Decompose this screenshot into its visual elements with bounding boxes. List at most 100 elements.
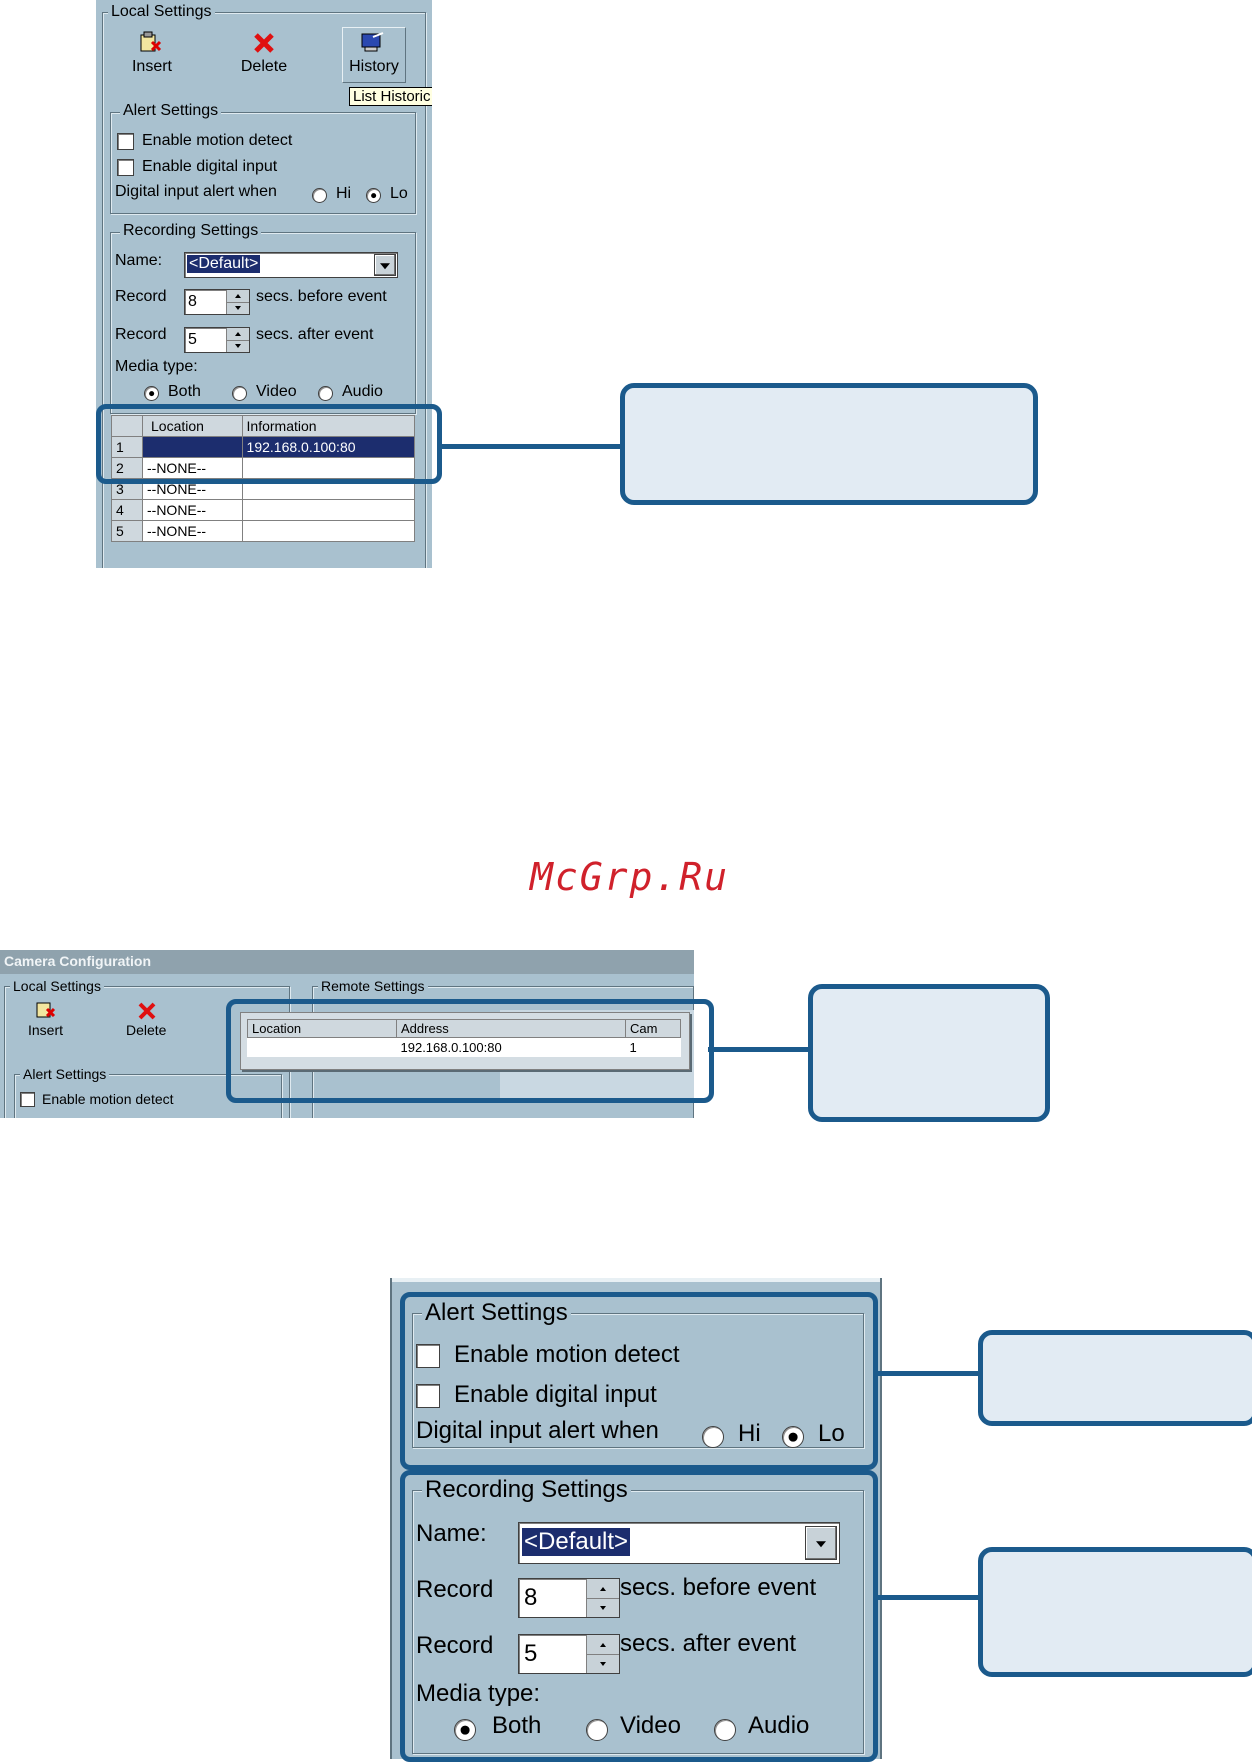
table-row[interactable]: 5 --NONE--: [111, 520, 416, 542]
hi-label: Hi: [336, 185, 352, 202]
alert-settings-legend: Alert Settings: [20, 1066, 110, 1082]
media-both-label: Both: [168, 383, 201, 400]
lo-radio[interactable]: [366, 188, 381, 203]
record-after-field[interactable]: 5: [184, 327, 250, 353]
history-cell-address[interactable]: 192.168.0.100:80: [400, 1040, 502, 1055]
name-select-value: <Default>: [522, 1528, 631, 1556]
delete-button[interactable]: Delete: [126, 1022, 167, 1038]
header-information[interactable]: Information: [241, 415, 416, 437]
hi-radio[interactable]: [312, 188, 327, 203]
table-row[interactable]: 192.168.0.100:80 1: [248, 1038, 681, 1058]
alert-settings-legend: Alert Settings: [422, 1299, 571, 1327]
digital-input-label: Enable digital input: [454, 1381, 657, 1408]
hi-radio[interactable]: [702, 1426, 724, 1448]
history-popup-highlight: [226, 999, 714, 1103]
delete-button[interactable]: Delete: [232, 28, 296, 80]
lo-label: Lo: [818, 1420, 845, 1447]
table-header-row: Location Information: [111, 415, 416, 437]
window-title: Camera Configuration: [4, 953, 152, 969]
callout-connector-4: [873, 1595, 981, 1600]
media-audio-radio[interactable]: [714, 1719, 736, 1741]
insert-icon: [140, 31, 162, 52]
media-video-label: Video: [256, 383, 297, 400]
row-number: 2: [111, 457, 143, 479]
header-corner: [111, 415, 143, 437]
after-event-text: secs. after event: [620, 1630, 797, 1657]
record-before-spinner[interactable]: [226, 290, 249, 314]
insert-button[interactable]: Insert: [28, 1022, 64, 1038]
after-event-text: secs. after event: [256, 326, 374, 343]
motion-detect-checkbox[interactable]: [416, 1344, 440, 1368]
table-row[interactable]: 4 --NONE--: [111, 499, 416, 521]
lo-radio[interactable]: [782, 1426, 804, 1448]
remote-settings-legend: Remote Settings: [318, 978, 428, 994]
delete-icon: [254, 33, 274, 53]
screenshot-alert-recording-settings: Alert Settings Enable motion detect Enab…: [390, 1278, 882, 1759]
record-after-field[interactable]: 5: [518, 1634, 620, 1674]
media-both-label: Both: [492, 1712, 542, 1739]
record-before-field[interactable]: 8: [184, 289, 250, 315]
digital-input-checkbox[interactable]: [416, 1384, 440, 1408]
delete-icon: [138, 1002, 156, 1020]
callout-box-3: [978, 1330, 1252, 1426]
motion-detect-checkbox[interactable]: [117, 133, 134, 150]
name-select[interactable]: <Default>: [184, 252, 398, 278]
name-label: Name:: [416, 1520, 487, 1547]
digital-input-checkbox[interactable]: [117, 159, 134, 176]
recording-settings-legend: Recording Settings: [422, 1476, 631, 1504]
table-row[interactable]: 1 192.168.0.100:80: [111, 436, 416, 458]
insert-button[interactable]: Insert: [124, 28, 180, 80]
media-both-radio[interactable]: [454, 1719, 476, 1741]
screenshot-local-settings: Local Settings Insert Delete History Lis…: [96, 0, 432, 568]
history-header-cam[interactable]: Cam: [625, 1019, 681, 1038]
callout-connector-2: [708, 1047, 812, 1052]
motion-detect-checkbox[interactable]: [20, 1092, 35, 1107]
record-after-spinner[interactable]: [586, 1635, 619, 1673]
history-header-row: Location Address Cam: [247, 1019, 681, 1038]
cell-information[interactable]: [241, 499, 416, 521]
record-before-spinner[interactable]: [586, 1579, 619, 1617]
history-button[interactable]: History: [342, 27, 406, 83]
media-audio-label: Audio: [748, 1712, 810, 1739]
cell-location[interactable]: [142, 436, 243, 458]
cell-information[interactable]: [241, 520, 416, 542]
record-after-value: 5: [524, 1640, 538, 1667]
name-select-value: <Default>: [187, 255, 261, 273]
record-before-label: Record: [115, 288, 167, 305]
media-audio-radio[interactable]: [318, 386, 333, 401]
media-video-label: Video: [620, 1712, 681, 1739]
alert-when-label: Digital input alert when: [416, 1417, 659, 1444]
delete-label: Delete: [240, 58, 288, 75]
cell-information[interactable]: 192.168.0.100:80: [241, 436, 416, 458]
history-header-address[interactable]: Address: [396, 1019, 626, 1038]
cell-location[interactable]: --NONE--: [142, 499, 243, 521]
hi-label: Hi: [738, 1420, 761, 1447]
media-video-radio[interactable]: [586, 1719, 608, 1741]
recording-settings-highlight: [400, 1470, 878, 1762]
media-audio-label: Audio: [342, 383, 383, 400]
record-after-spinner[interactable]: [226, 328, 249, 352]
alert-when-label: Digital input alert when: [115, 183, 277, 200]
window-title-bar: [0, 950, 694, 974]
motion-detect-label: Enable motion detect: [42, 1091, 174, 1107]
history-cell-cam[interactable]: 1: [629, 1040, 637, 1055]
alert-settings-group: [110, 112, 416, 214]
cell-location[interactable]: --NONE--: [142, 520, 243, 542]
motion-detect-label: Enable motion detect: [454, 1341, 680, 1368]
media-both-radio[interactable]: [144, 386, 159, 401]
table-row-highlight: [96, 404, 442, 484]
record-after-label: Record: [115, 326, 167, 343]
record-before-field[interactable]: 8: [518, 1578, 620, 1618]
name-select[interactable]: <Default>: [518, 1522, 840, 1564]
callout-box-1: [620, 383, 1038, 505]
callout-box-2: [808, 984, 1050, 1122]
record-before-label: Record: [416, 1576, 494, 1603]
history-list: Location Address Cam 192.168.0.100:80 1: [247, 1019, 681, 1057]
media-video-radio[interactable]: [232, 386, 247, 401]
name-dropdown-arrow[interactable]: [805, 1526, 837, 1560]
name-dropdown-arrow[interactable]: [374, 254, 396, 276]
table-row[interactable]: 2 --NONE--: [111, 457, 416, 479]
header-location[interactable]: Location: [142, 415, 243, 437]
local-settings-legend: Local Settings: [108, 3, 215, 21]
recording-settings-group: [110, 232, 416, 414]
